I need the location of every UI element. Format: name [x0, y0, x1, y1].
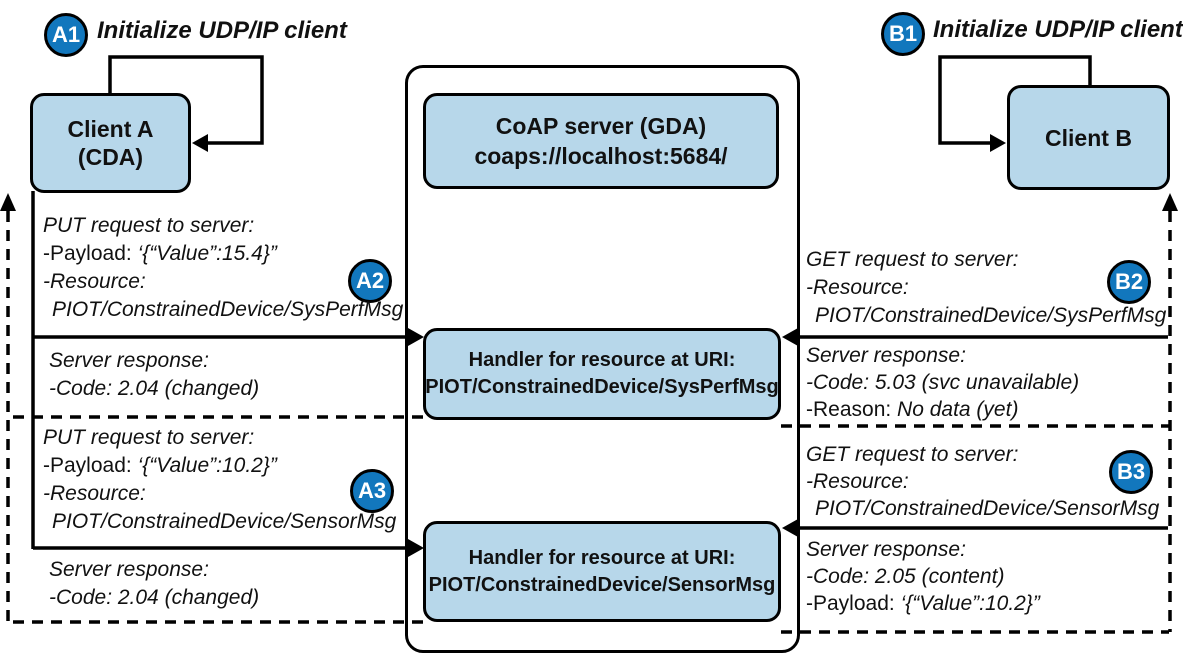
server-response-b2-text: Server response: -Code: 5.03 (svc unavai… [806, 342, 1079, 423]
handler-sensormsg-box: Handler for resource at URI: PIOT/Constr… [423, 521, 781, 622]
msg-line: PIOT/ConstrainedDevice/SensorMsg [815, 497, 1160, 520]
msg-line: -Resource: [43, 270, 146, 293]
put-request-a2-text: PUT request to server: -Payload: ‘{“Valu… [43, 212, 403, 324]
client-a-box: Client A (CDA) [30, 93, 191, 193]
badge-b1: B1 [881, 12, 925, 56]
client-a-subtitle: (CDA) [77, 144, 144, 170]
msg-line: -Code: 2.04 (changed) [49, 377, 260, 400]
msg-line: -Resource: [806, 470, 909, 493]
server-response-a3-text: Server response: -Code: 2.04 (changed) [49, 556, 259, 612]
request-arrow-a3 [33, 539, 424, 557]
get-request-b3-text: GET request to server: -Resource: PIOT/C… [806, 441, 1159, 522]
arrowhead-left-icon [192, 134, 208, 152]
msg-line: -Code: 2.04 (changed) [49, 586, 260, 609]
msg-line: GET request to server: [806, 248, 1019, 271]
msg-line: -Resource: [806, 276, 909, 299]
badge-a2: A2 [348, 259, 392, 303]
msg-line: Server response: [806, 344, 966, 367]
server-response-a2-text: Server response: -Code: 2.04 (changed) [49, 347, 259, 403]
request-arrow-a2 [33, 328, 424, 346]
coap-server-box: CoAP server (GDA) coaps://localhost:5684… [423, 93, 779, 189]
msg-line: PUT request to server: [43, 426, 255, 449]
coap-server-title: CoAP server (GDA) [495, 113, 707, 139]
msg-line: -Resource: [43, 482, 146, 505]
get-request-b2-text: GET request to server: -Resource: PIOT/C… [806, 246, 1166, 330]
coap-server-address: coaps://localhost:5684/ [474, 143, 728, 169]
lifeline-response-a [0, 193, 16, 622]
handler-sensormsg-uri: PIOT/ConstrainedDevice/SensorMsg [428, 573, 776, 596]
put-request-a3-text: PUT request to server: -Payload: ‘{“Valu… [43, 424, 396, 536]
handler-sysperfmsg-uri: PIOT/ConstrainedDevice/SysPerfMsg [425, 376, 779, 398]
server-response-b3-text: Server response: -Code: 2.05 (content) -… [806, 536, 1040, 617]
msg-line: -Payload: ‘{“Value”:10.2}” [806, 592, 1040, 615]
handler-sysperfmsg-title: Handler for resource at URI: [468, 349, 736, 371]
init-udp-label-b: Initialize UDP/IP client [933, 16, 1183, 43]
client-a-title: Client A [67, 116, 154, 142]
msg-line: PIOT/ConstrainedDevice/SysPerfMsg [52, 298, 404, 321]
msg-line: Server response: [806, 538, 966, 561]
msg-line: -Code: 2.05 (content) [806, 565, 1005, 588]
badge-b2: B2 [1107, 260, 1151, 304]
client-b-title: Client B [1045, 124, 1132, 151]
msg-line: Server response: [49, 349, 209, 372]
msg-line: -Payload: ‘{“Value”:15.4}” [43, 242, 277, 265]
msg-line: GET request to server: [806, 443, 1019, 466]
arrowhead-right-icon [990, 134, 1006, 152]
arrowhead-up-icon [1162, 193, 1178, 211]
msg-line: -Payload: ‘{“Value”:10.2}” [43, 454, 277, 477]
handler-sysperfmsg-box: Handler for resource at URI: PIOT/Constr… [423, 328, 781, 420]
client-b-box: Client B [1007, 85, 1170, 190]
badge-a3: A3 [350, 469, 394, 513]
arrowhead-up-icon [0, 193, 16, 211]
msg-line: -Code: 5.03 (svc unavailable) [806, 371, 1080, 394]
msg-line: PIOT/ConstrainedDevice/SensorMsg [52, 510, 397, 533]
handler-sensormsg-title: Handler for resource at URI: [468, 546, 736, 569]
badge-a1: A1 [44, 13, 88, 57]
msg-line: -Reason: No data (yet) [806, 398, 1019, 421]
init-udp-label-a: Initialize UDP/IP client [97, 17, 347, 44]
msg-line: Server response: [49, 558, 209, 581]
msg-line: PIOT/ConstrainedDevice/SysPerfMsg [815, 304, 1167, 327]
badge-b3: B3 [1109, 450, 1153, 494]
msg-line: PUT request to server: [43, 214, 255, 237]
